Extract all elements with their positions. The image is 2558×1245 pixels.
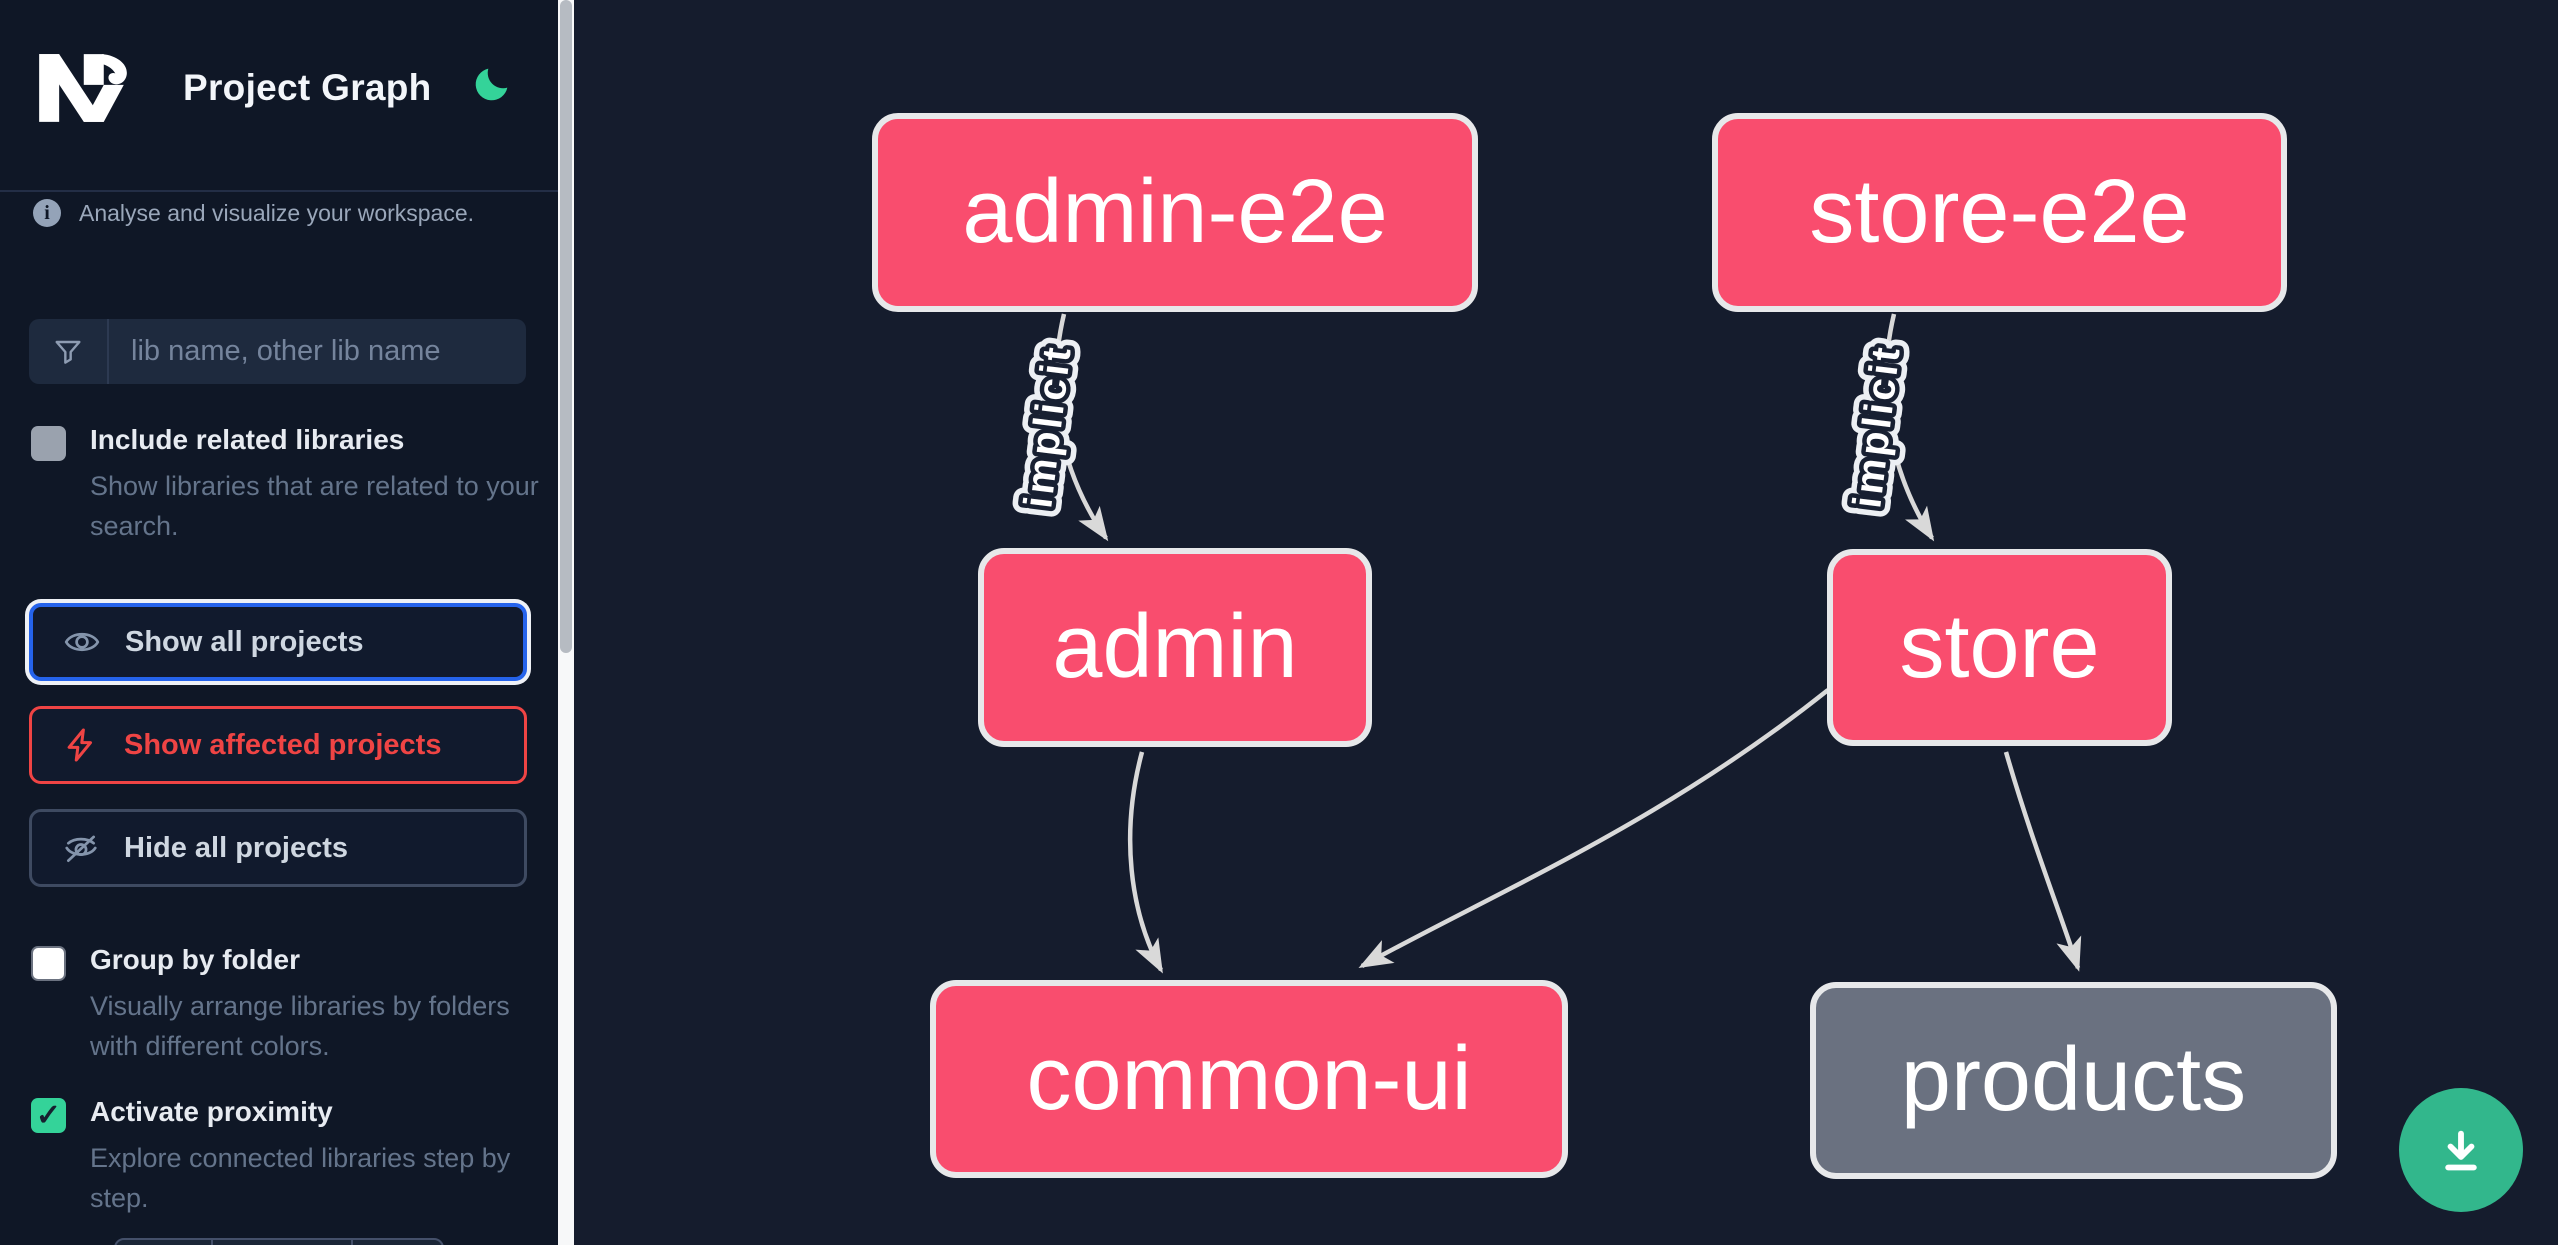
eye-icon [64,632,100,652]
include-related-libraries-label[interactable]: Include related libraries [90,424,405,455]
group-by-folder-checkbox[interactable] [31,946,66,981]
eye-slash-icon [65,835,97,863]
hide-all-projects-button[interactable]: Hide all projects [29,809,527,887]
activate-proximity-checkbox[interactable]: ✓ [31,1098,66,1133]
tagline-text: Analyse and visualize your workspace. [79,199,475,226]
nx-logo [39,54,127,122]
node-products[interactable]: products [1810,982,2337,1179]
search-input[interactable] [109,319,526,384]
header-divider [0,190,558,192]
bolt-icon [67,728,93,762]
page-title: Project Graph [183,67,432,108]
node-admin-e2e[interactable]: admin-e2e [872,113,1478,312]
info-icon: i [33,199,61,227]
include-related-libraries-checkbox[interactable] [31,426,66,461]
search-box [29,319,526,384]
moon-icon [475,68,508,101]
include-related-libraries-description: Show libraries that are related to your … [90,471,539,541]
node-store[interactable]: store [1827,549,2172,746]
bottom-segmented-control[interactable] [114,1238,444,1245]
activate-proximity-description: Explore connected libraries step by step… [90,1143,511,1213]
show-affected-projects-button[interactable]: Show affected projects [29,706,527,784]
sidebar-scrollbar-track[interactable] [558,0,574,1245]
sidebar: Project Graph i Analyse and visualize yo… [0,0,558,1245]
download-graph-button[interactable] [2399,1088,2523,1212]
sidebar-scrollbar-thumb[interactable] [560,0,572,653]
node-common-ui[interactable]: common-ui [930,980,1568,1178]
option-activate-proximity: ✓ Activate proximity Explore connected l… [31,1096,558,1218]
node-admin[interactable]: admin [978,548,1372,747]
hide-all-projects-label: Hide all projects [124,831,349,864]
option-include-related-libraries: Include related libraries Show libraries… [31,424,558,546]
activate-proximity-label[interactable]: Activate proximity [90,1096,333,1127]
tagline-row: i Analyse and visualize your workspace. [33,199,474,227]
segment-2[interactable] [213,1240,353,1245]
node-store-e2e[interactable]: store-e2e [1712,113,2287,312]
group-by-folder-label[interactable]: Group by folder [90,944,300,975]
segment-1[interactable] [116,1240,213,1245]
group-by-folder-description: Visually arrange libraries by folders wi… [90,991,510,1061]
show-all-projects-button[interactable]: Show all projects [29,603,527,681]
download-icon [2445,1130,2477,1171]
segment-3[interactable] [353,1240,442,1245]
filter-funnel-segment [29,319,109,384]
theme-toggle-button[interactable] [468,60,516,108]
show-all-projects-label: Show all projects [125,625,364,658]
option-group-by-folder: Group by folder Visually arrange librari… [31,944,558,1066]
show-affected-projects-label: Show affected projects [124,728,442,761]
funnel-icon [55,340,81,364]
